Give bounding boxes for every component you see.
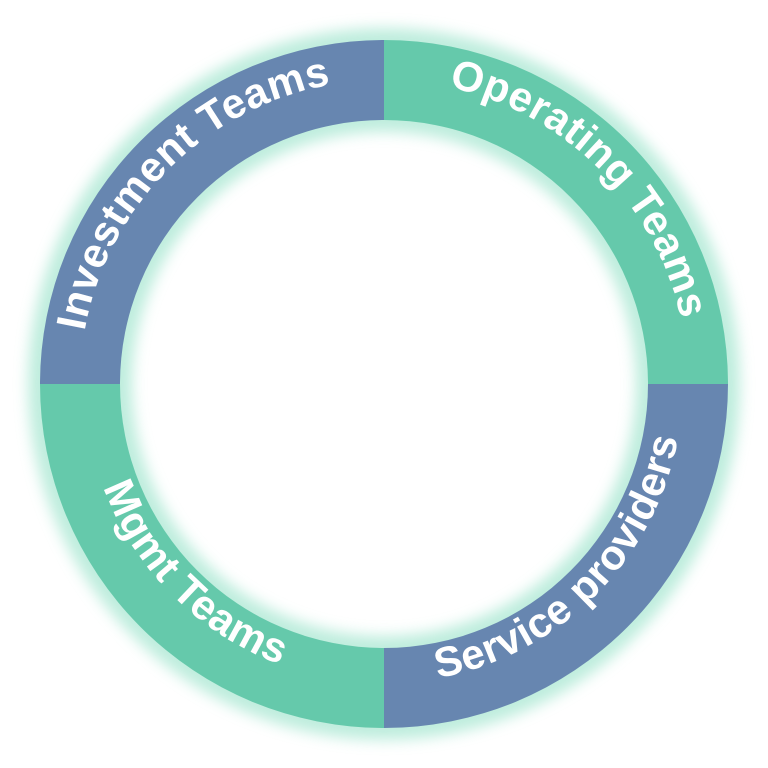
segment-operating-teams[interactable] [384, 40, 728, 384]
segment-service-providers[interactable] [384, 384, 728, 728]
segment-mgmt-teams[interactable] [40, 384, 384, 728]
segment-investment-teams[interactable] [40, 40, 384, 384]
